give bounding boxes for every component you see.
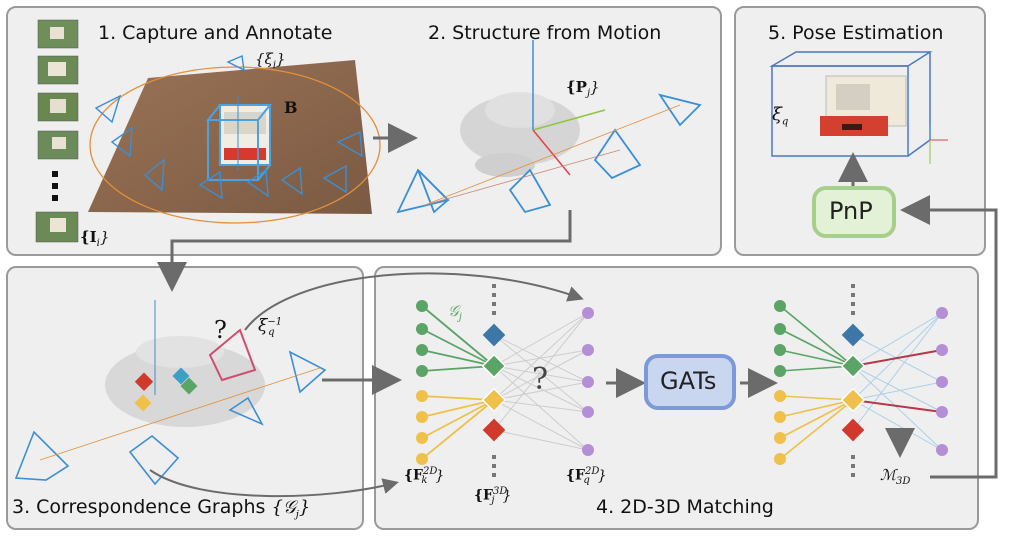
graph-g-label: 𝒢j [448, 302, 462, 323]
sfm-cameras [396, 93, 702, 214]
gats-label: GATs [660, 367, 717, 395]
graphs-point-cloud [105, 336, 265, 427]
arrow-matches-to-pnp [900, 195, 998, 479]
query-pose-inverse-label: ξ−1q [258, 316, 283, 339]
annotated-object-box [205, 96, 273, 181]
features-2d-k-label: {F2Dk} [404, 466, 445, 487]
images-label: {Ii} [80, 228, 110, 249]
points-label: {Pj} [566, 78, 600, 99]
arrow-query-to-2d [244, 272, 584, 331]
pnp-label: PnP [829, 197, 873, 225]
matching-left-graph [416, 284, 594, 477]
features-2d-q-label: {F2Dq} [566, 466, 607, 487]
panel-title-graphs: 3. Correspondence Graphs {𝒢j} [12, 496, 311, 521]
panel-title-sfm: 2. Structure from Motion [428, 22, 662, 44]
matching-right-graph [774, 284, 948, 477]
panel-title-pose: 5. Pose Estimation [768, 22, 944, 44]
graphs-question-mark: ? [214, 316, 227, 344]
arrow-graph-to-features [149, 469, 399, 498]
graph-diamonds-3d [134, 367, 198, 412]
camera-poses-label: {ξi} [255, 50, 286, 71]
capture-cameras [94, 54, 363, 200]
panel-title-capture: 1. Capture and Annotate [98, 22, 333, 44]
features-3d-j-label: {F3Dj} [474, 486, 512, 507]
matches-3d-label: ℳ3D [880, 466, 911, 487]
sfm-point-cloud [460, 92, 580, 177]
arrow-sfm-to-graphs [157, 210, 572, 292]
panel-title-matching: 4. 2D-3D Matching [596, 496, 774, 518]
graphs-cameras [14, 350, 327, 486]
gats-box [644, 354, 736, 410]
pose-object [769, 51, 933, 157]
bbox-label: B [284, 98, 298, 117]
query-camera [208, 328, 257, 382]
pnp-box [812, 186, 896, 238]
thumbnail-strip [35, 19, 79, 243]
matching-question-mark: ? [532, 362, 549, 397]
query-pose-label: ξq [772, 104, 789, 128]
